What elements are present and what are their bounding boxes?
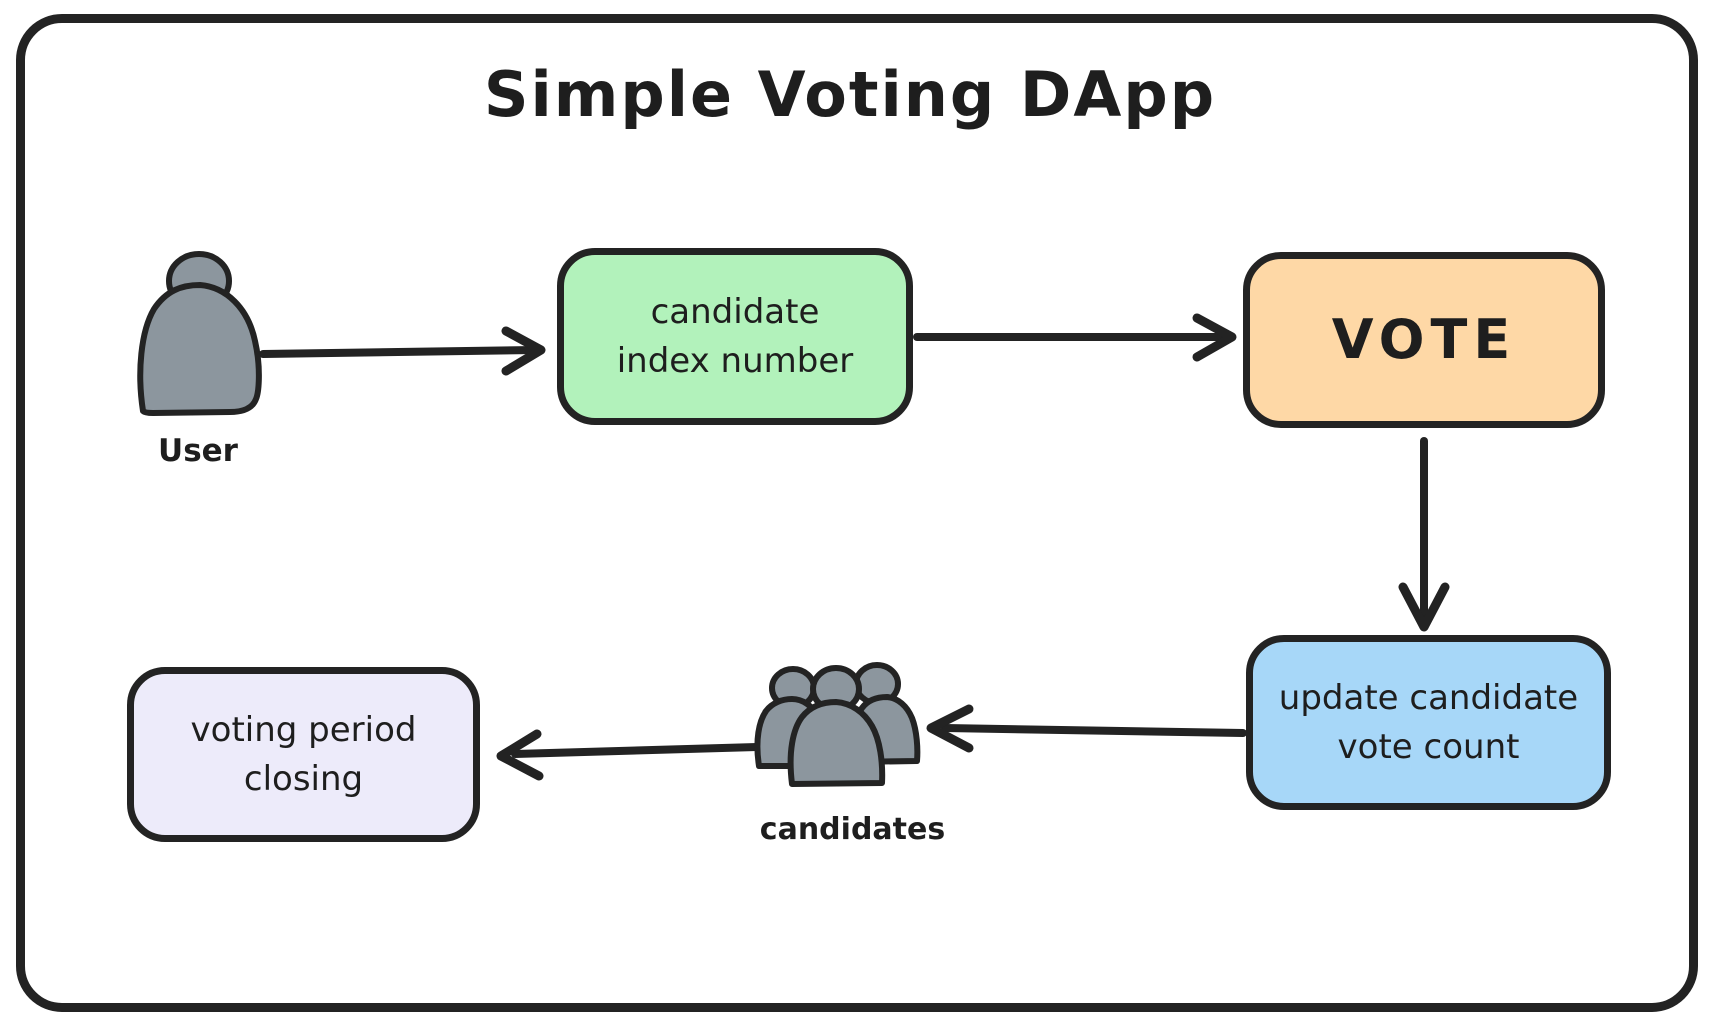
arrow-shaft — [511, 743, 761, 758]
arrow-shaft — [941, 724, 1247, 737]
arrow-update-count-to-candidates — [926, 704, 1247, 753]
node-label-line: voting period — [190, 710, 417, 751]
arrow-head — [1398, 582, 1450, 632]
arrow-head — [1192, 313, 1237, 362]
arrow-user-to-candidate-index — [259, 326, 546, 376]
candidate-body-front — [787, 699, 886, 787]
user-label: User — [158, 433, 238, 469]
arrow-candidates-to-voting-period — [496, 729, 761, 781]
diagram-title: Simple Voting DApp — [483, 58, 1217, 131]
arrow-candidate-index-to-vote — [913, 313, 1237, 362]
diagram-border — [16, 14, 1698, 1012]
arrow-head — [496, 729, 544, 781]
candidates-label: candidates — [759, 812, 946, 847]
node-update-vote-count: update candidate vote count — [1246, 635, 1611, 810]
arrow-head — [926, 704, 974, 753]
user-icon — [137, 251, 262, 416]
node-label-line: closing — [243, 758, 364, 799]
node-vote: VOTE — [1243, 252, 1605, 428]
arrow-head — [501, 326, 546, 376]
user-body — [137, 282, 262, 416]
node-label-line: vote count — [1337, 726, 1520, 767]
arrow-vote-to-update-count — [1398, 437, 1450, 632]
candidates-icon — [754, 662, 921, 787]
node-candidate-index: candidate index number — [557, 248, 913, 425]
node-label-line: candidate — [650, 292, 820, 333]
node-label-line: update candidate — [1278, 678, 1579, 719]
node-label-line: VOTE — [1331, 307, 1517, 371]
arrow-shaft — [259, 346, 539, 358]
node-label-line: index number — [616, 340, 854, 381]
node-voting-period-closing: voting period closing — [127, 667, 480, 842]
